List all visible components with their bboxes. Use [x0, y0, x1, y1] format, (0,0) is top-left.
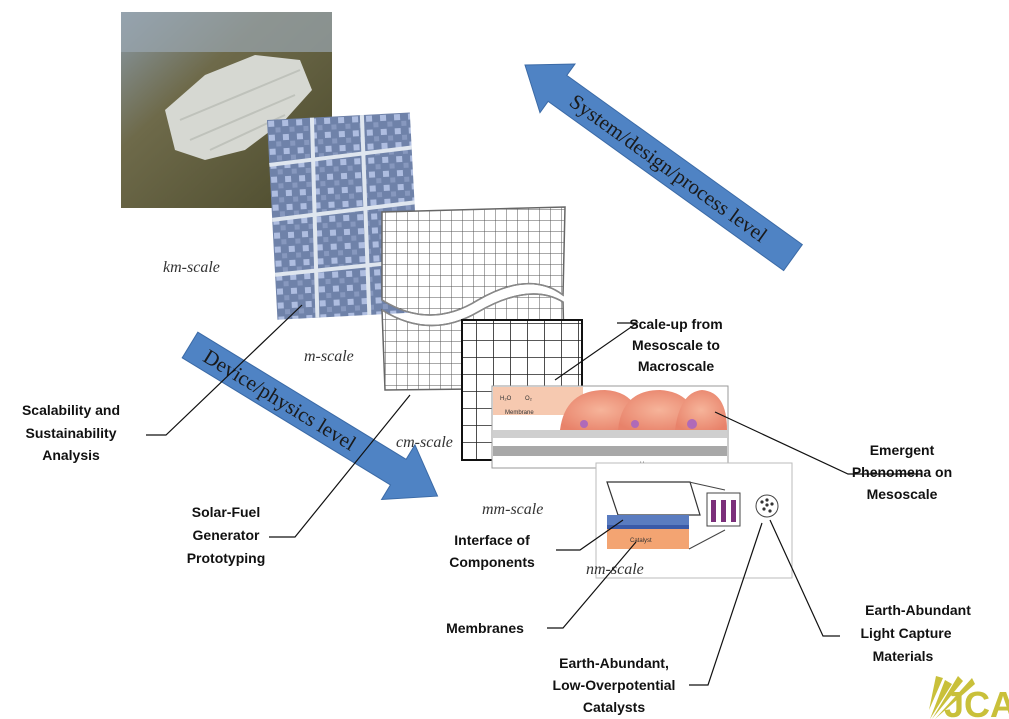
o2-label: O₂	[525, 396, 533, 402]
sunburst-icon	[929, 676, 975, 719]
svg-text:Light Capture: Light Capture	[861, 625, 952, 641]
svg-text:Scale-up from: Scale-up from	[629, 316, 722, 332]
svg-text:Materials: Materials	[873, 648, 934, 664]
label-scale-up: Scale-up from Mesoscale to Macroscale	[629, 316, 722, 374]
jcap-logo-text: JCA	[944, 684, 1009, 719]
label-earth-catalysts: Earth-Abundant, Low-Overpotential Cataly…	[553, 655, 676, 715]
membrane-label: Membrane	[505, 410, 534, 416]
leader-lines	[146, 304, 922, 686]
km-scale-label: km-scale	[163, 259, 220, 276]
svg-text:Catalysts: Catalysts	[583, 699, 645, 715]
nm-scale-interface-diagram: Catalyst	[595, 462, 793, 579]
cm-scale-label: cm-scale	[396, 434, 453, 451]
label-membranes: Membranes	[446, 620, 524, 636]
svg-text:Membranes: Membranes	[446, 620, 524, 636]
svg-text:Scalability and: Scalability and	[22, 402, 120, 418]
label-solar-fuel: Solar-Fuel Generator Prototyping	[187, 504, 266, 566]
svg-text:Mesoscale to: Mesoscale to	[632, 337, 720, 353]
svg-text:Earth-Abundant,: Earth-Abundant,	[559, 655, 669, 671]
system-level-text: System/design/process level	[565, 89, 772, 247]
catalyst-label: Catalyst	[630, 538, 652, 544]
m-scale-label: m-scale	[304, 348, 354, 365]
svg-text:Solar-Fuel: Solar-Fuel	[192, 504, 260, 520]
label-emergent: Emergent Phenomena on Mesoscale	[852, 442, 952, 502]
svg-text:Generator: Generator	[193, 527, 260, 543]
label-scalability: Scalability and Sustainability Analysis	[22, 402, 120, 463]
label-earth-light: Earth-Abundant Light Capture Materials	[861, 602, 972, 664]
svg-text:Analysis: Analysis	[42, 447, 100, 463]
km-scale-aerial-photo	[121, 12, 332, 208]
svg-text:Macroscale: Macroscale	[638, 358, 714, 374]
jcap-logo: JCA	[929, 676, 1009, 719]
svg-text:Emergent: Emergent	[870, 442, 935, 458]
svg-text:Mesoscale: Mesoscale	[867, 486, 938, 502]
label-interface: Interface of Components	[449, 532, 535, 570]
mm-scale-label: mm-scale	[482, 501, 543, 518]
svg-text:Sustainability: Sustainability	[25, 425, 116, 441]
svg-text:Interface of: Interface of	[454, 532, 530, 548]
svg-text:Low-Overpotential: Low-Overpotential	[553, 677, 676, 693]
svg-text:Prototyping: Prototyping	[187, 550, 266, 566]
nm-scale-label: nm-scale	[586, 561, 644, 578]
svg-text:Components: Components	[449, 554, 535, 570]
mesoscale-cross-section-diagram: H₂O O₂ Membrane H₂	[491, 385, 729, 469]
svg-text:Earth-Abundant: Earth-Abundant	[865, 602, 971, 618]
svg-text:Phenomena on: Phenomena on	[852, 464, 952, 480]
h2o-label: H₂O	[500, 396, 512, 402]
